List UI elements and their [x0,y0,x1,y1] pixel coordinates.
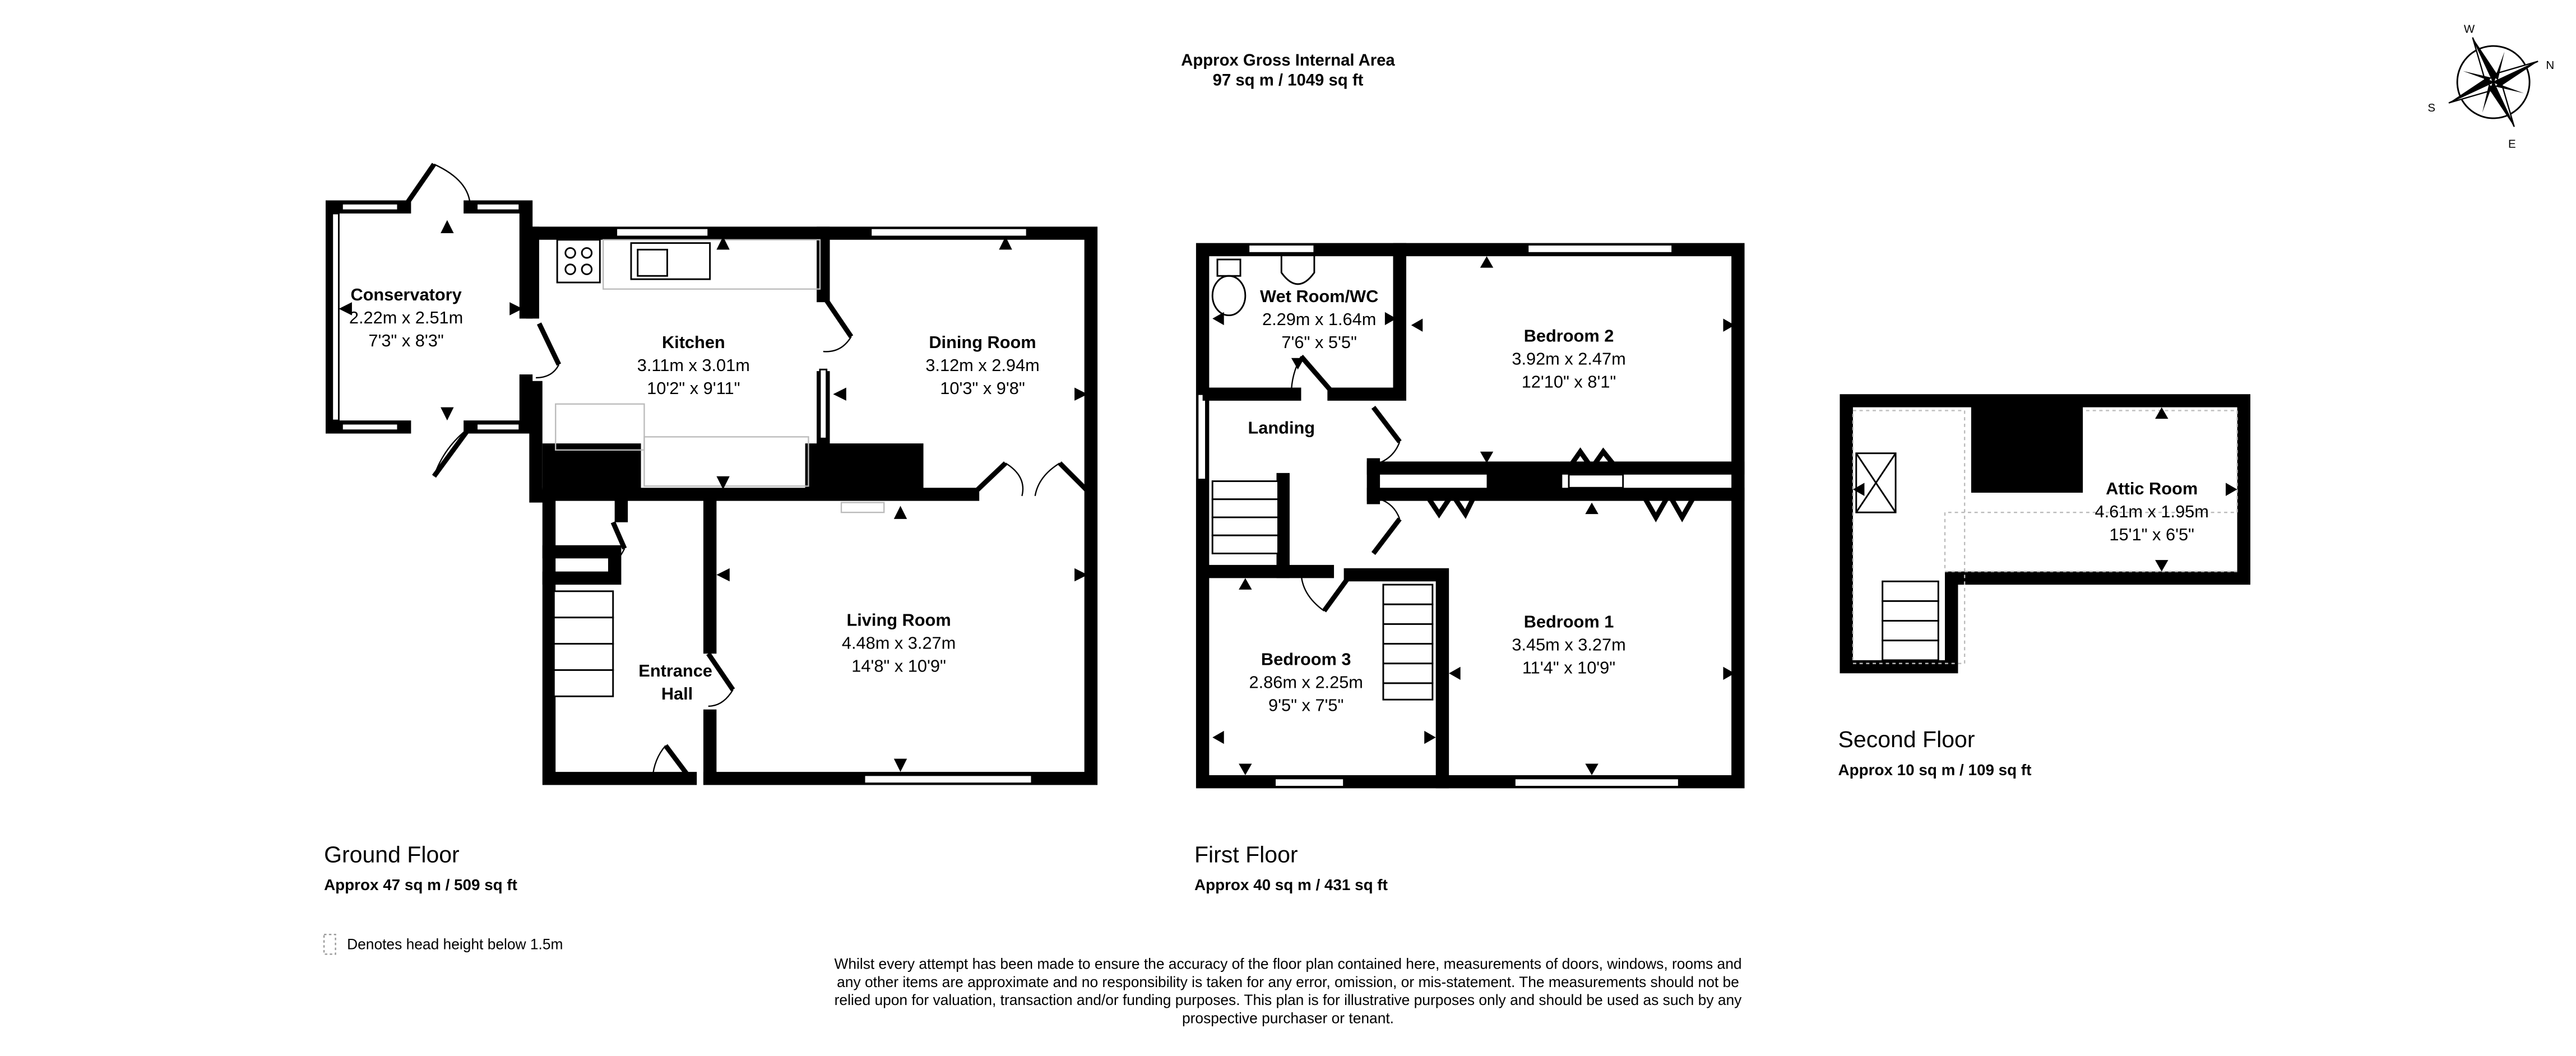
ground-floor-plan: Conservatory 2.22m x 2.51m 7'3" x 8'3" K… [326,163,1098,785]
room-imperial-dining: 10'3" x 9'8" [940,378,1025,398]
room-name-attic: Attic Room [2106,479,2198,498]
disclaimer-line-4: prospective purchaser or tenant. [1182,1009,1394,1026]
compass-s: S [2427,101,2435,114]
measurement-arrows [1852,407,2237,572]
room-metric-bedroom-3: 2.86m x 2.25m [1249,673,1363,692]
room-metric-dining: 3.12m x 2.94m [925,355,1039,375]
disclaimer-line-2: any other items are approximate and no r… [837,974,1739,990]
ground-floor-label: Ground Floor [324,841,460,867]
room-name-bedroom-2: Bedroom 2 [1524,326,1614,345]
room-name-kitchen: Kitchen [662,332,725,352]
room-imperial-bedroom-3: 9'5" x 7'5" [1268,696,1343,715]
room-metric-attic: 4.61m x 1.95m [2095,502,2208,521]
second-floor-area: Approx 10 sq m / 109 sq ft [1838,761,2032,779]
ground-floor-area: Approx 47 sq m / 509 sq ft [324,876,517,893]
first-floor-label: First Floor [1194,841,1298,867]
room-name-dining: Dining Room [929,332,1036,352]
compass-e: E [2508,138,2516,151]
room-metric-kitchen: 3.11m x 3.01m [637,355,750,375]
second-floor-stairs [1882,580,1939,661]
gross-area-value: 97 sq m / 1049 sq ft [1213,71,1364,89]
room-name-conservatory: Conservatory [350,285,461,304]
ground-floor-stairs [553,590,614,697]
room-imperial-living: 14'8" x 10'9" [851,656,946,675]
room-imperial-conservatory: 7'3" x 8'3" [368,331,443,350]
room-imperial-attic: 15'1" x 6'5" [2109,525,2194,544]
compass-rose-icon [2448,37,2538,127]
head-height-legend-swatch [323,934,336,955]
first-floor-stairs [1211,480,1434,701]
first-floor-area: Approx 40 sq m / 431 sq ft [1194,876,1388,893]
second-floor-label: Second Floor [1838,726,1975,752]
disclaimer-line-1: Whilst every attempt has been made to en… [834,956,1741,972]
room-metric-conservatory: 2.22m x 2.51m [349,308,463,327]
first-floor-plan: Wet Room/WC 2.29m x 1.64m 7'6" x 5'5" Be… [1196,243,1745,789]
measurement-arrows [339,220,1088,772]
measurement-arrows [1212,256,1735,775]
room-imperial-kitchen: 10'2" x 9'11" [647,378,740,398]
compass-n: N [2546,59,2554,72]
room-metric-bedroom-1: 3.45m x 3.27m [1512,634,1625,654]
room-metric-bedroom-2: 3.92m x 2.47m [1512,349,1625,368]
room-metric-wet-room: 2.29m x 1.64m [1262,309,1376,329]
room-name-entrance-1: Entrance [638,661,712,680]
room-name-living: Living Room [846,610,951,629]
room-metric-living: 4.48m x 3.27m [842,633,956,652]
room-imperial-wet-room: 7'6" x 5'5" [1281,332,1356,352]
room-name-landing: Landing [1248,418,1315,438]
room-imperial-bedroom-2: 12'10" x 8'1" [1522,372,1616,391]
second-floor-plan: Attic Room 4.61m x 1.95m 15'1" x 6'5" [1840,394,2250,674]
room-imperial-bedroom-1: 11'4" x 10'9" [1522,657,1615,677]
compass-w: W [2464,23,2475,36]
disclaimer-line-3: relied upon for valuation, transaction a… [835,992,1742,1008]
room-name-bedroom-3: Bedroom 3 [1261,650,1351,669]
gross-area-title: Approx Gross Internal Area [1181,51,1395,70]
room-name-entrance-2: Hall [661,684,693,703]
room-name-bedroom-1: Bedroom 1 [1524,612,1614,631]
room-name-wet-room: Wet Room/WC [1260,286,1378,306]
head-height-legend-text: Denotes head height below 1.5m [347,936,563,953]
